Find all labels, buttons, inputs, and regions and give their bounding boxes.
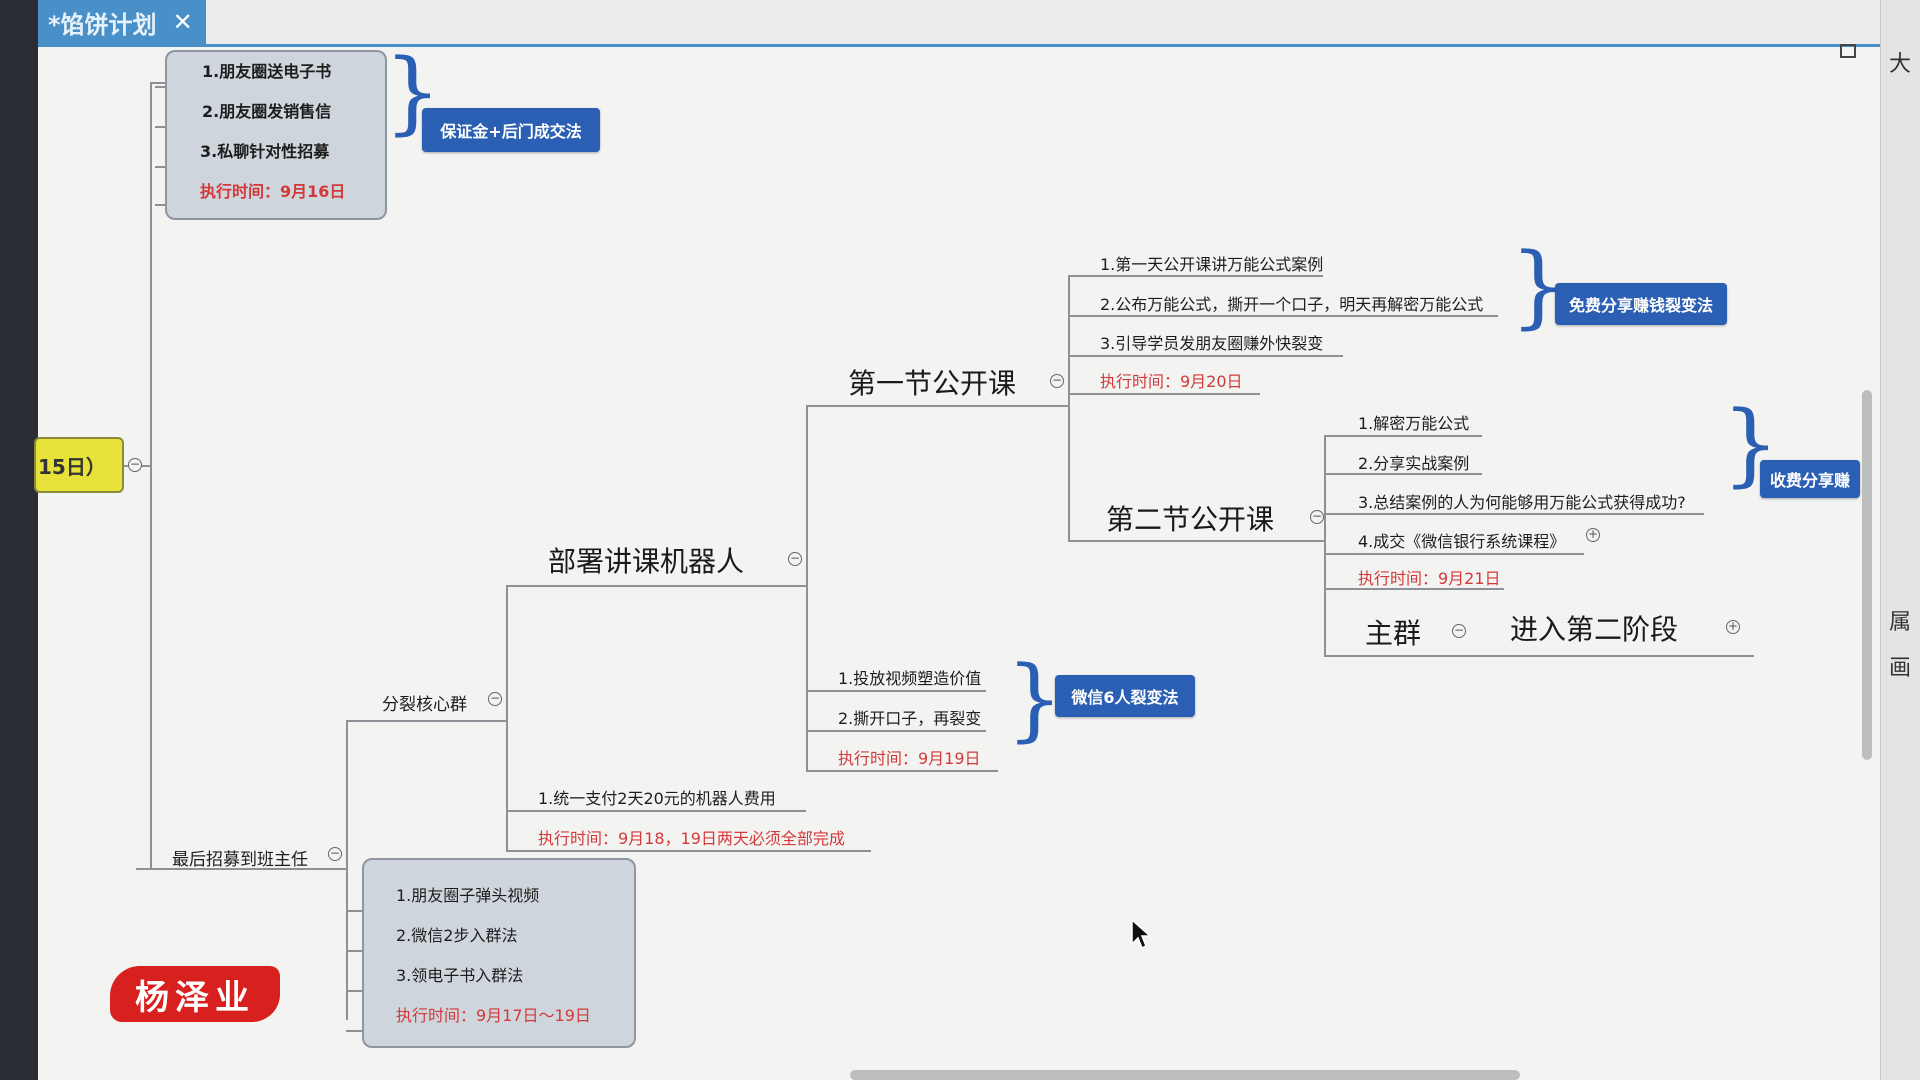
connector: [506, 585, 508, 850]
method-tag[interactable]: 免费分享赚钱裂变法: [1555, 283, 1727, 325]
node-main-group[interactable]: 主群: [1365, 617, 1422, 650]
connector: [806, 730, 986, 732]
connector: [1324, 553, 1584, 555]
right-panel-item[interactable]: 画: [1889, 656, 1912, 681]
connector: [1068, 540, 1324, 542]
execution-time[interactable]: 执行时间：9月20日: [1100, 372, 1243, 391]
node-stage2[interactable]: 进入第二阶段: [1510, 613, 1679, 646]
execution-time[interactable]: 执行时间：9月18，19日两天必须全部完成: [538, 829, 845, 848]
list-item[interactable]: 1.解密万能公式: [1358, 414, 1470, 433]
list-item[interactable]: 3.总结案例的人为何能够用万能公式获得成功?: [1358, 493, 1686, 512]
collapse-icon[interactable]: −: [488, 691, 502, 706]
horizontal-scrollbar[interactable]: [850, 1070, 1520, 1080]
connector: [1324, 655, 1754, 657]
tab-title: *馅饼计划: [48, 10, 157, 39]
bottom-group-box: [362, 858, 636, 1048]
connector: [136, 868, 346, 870]
connector: [1324, 435, 1326, 655]
method-tag[interactable]: 保证金+后门成交法: [422, 108, 600, 152]
watermark-logo: 杨泽业: [110, 966, 280, 1022]
connector: [806, 690, 986, 692]
connector: [806, 405, 1068, 407]
mouse-cursor-icon: [1130, 918, 1152, 954]
brace-icon: }: [1006, 647, 1064, 752]
node-lesson1[interactable]: 第一节公开课: [848, 367, 1017, 400]
window-titlebar: [206, 0, 1920, 48]
right-panel: 大 属 画: [1880, 0, 1920, 1080]
list-item[interactable]: 3.私聊针对性招募: [200, 142, 330, 161]
connector: [150, 82, 152, 870]
connector: [1068, 275, 1070, 540]
list-item[interactable]: 3.引导学员发朋友圈赚外快裂变: [1100, 334, 1324, 353]
list-item[interactable]: 1.第一天公开课讲万能公式案例: [1100, 255, 1324, 274]
list-item[interactable]: 1.统一支付2天20元的机器人费用: [538, 789, 776, 808]
maximize-icon[interactable]: [1840, 44, 1856, 58]
collapse-icon[interactable]: −: [1452, 623, 1466, 638]
connector: [1324, 435, 1482, 437]
connector: [1068, 355, 1343, 357]
connector: [1324, 513, 1704, 515]
connector: [346, 720, 348, 1020]
connector: [346, 720, 506, 722]
expand-icon[interactable]: +: [1726, 619, 1740, 634]
connector: [1068, 393, 1260, 395]
collapse-icon[interactable]: −: [788, 551, 802, 566]
list-item[interactable]: 2.微信2步入群法: [396, 926, 518, 945]
connector: [806, 405, 808, 770]
right-panel-item[interactable]: 属: [1889, 610, 1912, 635]
connector: [150, 82, 170, 84]
list-item[interactable]: 2.朋友圈发销售信: [202, 102, 332, 121]
tab-close-icon[interactable]: ✕: [172, 8, 193, 36]
node-core-group[interactable]: 分裂核心群: [382, 695, 467, 715]
node-robot[interactable]: 部署讲课机器人: [548, 545, 745, 578]
connector: [1324, 588, 1504, 590]
list-item[interactable]: 2.分享实战案例: [1358, 454, 1470, 473]
vertical-scrollbar[interactable]: [1862, 390, 1872, 760]
connector: [1068, 315, 1498, 317]
top-group-box: [165, 50, 387, 220]
connector: [506, 850, 871, 852]
list-item[interactable]: 1.投放视频塑造价值: [838, 669, 982, 688]
method-tag[interactable]: 微信6人裂变法: [1055, 675, 1195, 717]
root-node-label: 15日）: [38, 454, 106, 479]
list-item[interactable]: 4.成交《微信银行系统课程》: [1358, 532, 1566, 551]
connector: [806, 770, 998, 772]
collapse-icon[interactable]: −: [1310, 509, 1324, 524]
node-lesson2[interactable]: 第二节公开课: [1106, 503, 1275, 536]
collapse-icon[interactable]: −: [128, 457, 142, 472]
list-item[interactable]: 1.朋友圈子弹头视频: [396, 886, 540, 905]
node-last-recruit[interactable]: 最后招募到班主任: [172, 850, 308, 870]
method-tag[interactable]: 收费分享赚: [1760, 460, 1860, 498]
connector: [1324, 473, 1482, 475]
connector: [506, 585, 806, 587]
expand-icon[interactable]: +: [1586, 527, 1600, 542]
root-node[interactable]: 15日）: [34, 437, 124, 493]
execution-time[interactable]: 执行时间：9月17日～19日: [396, 1006, 591, 1025]
right-panel-item[interactable]: 大: [1889, 52, 1912, 77]
connector: [506, 810, 806, 812]
list-item[interactable]: 1.朋友圈送电子书: [202, 62, 332, 81]
collapse-icon[interactable]: −: [1050, 373, 1064, 388]
collapse-icon[interactable]: −: [328, 846, 342, 861]
execution-time[interactable]: 执行时间：9月19日: [838, 749, 981, 768]
list-item[interactable]: 2.撕开口子，再裂变: [838, 709, 982, 728]
list-item[interactable]: 3.领电子书入群法: [396, 966, 524, 985]
execution-time[interactable]: 执行时间：9月21日: [1358, 569, 1501, 588]
execution-time[interactable]: 执行时间：9月16日: [200, 182, 346, 201]
document-tab[interactable]: *馅饼计划 ✕: [38, 0, 206, 44]
list-item[interactable]: 2.公布万能公式，撕开一个口子，明天再解密万能公式: [1100, 295, 1484, 314]
connector: [1068, 275, 1323, 277]
